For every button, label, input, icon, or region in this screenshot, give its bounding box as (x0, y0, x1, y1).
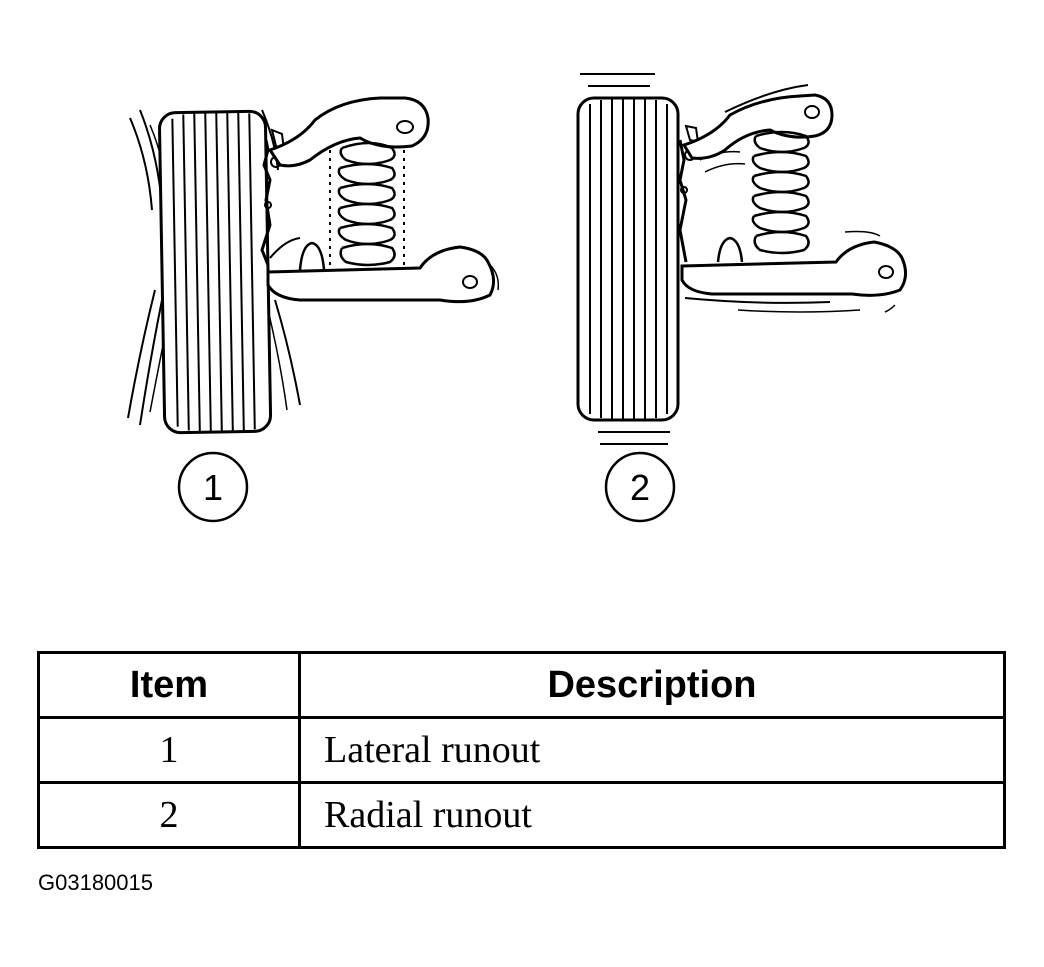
legend-table: Item Description 1 Lateral runout 2 Radi… (37, 651, 1006, 849)
callout-1: 1 (177, 451, 249, 523)
item-description: Radial runout (298, 781, 1006, 849)
header-item: Item (37, 651, 301, 719)
item-number: 1 (37, 716, 301, 784)
radial-runout-drawing (576, 73, 907, 445)
figure-id: G03180015 (38, 870, 153, 895)
table-header-row: Item Description (37, 651, 1006, 719)
callout-label: 1 (203, 467, 223, 508)
header-description: Description (298, 651, 1006, 719)
table-row: 1 Lateral runout (37, 716, 1006, 784)
item-description: Lateral runout (298, 716, 1006, 784)
callout-circle (177, 451, 249, 523)
lateral-runout-drawing (127, 96, 500, 435)
runout-illustration: 1 2 (127, 73, 907, 523)
table-row: 2 Radial runout (37, 781, 1006, 849)
callout-2: 2 (604, 451, 676, 523)
callout-circle (604, 451, 676, 523)
callout-label: 2 (630, 467, 650, 508)
item-number: 2 (37, 781, 301, 849)
